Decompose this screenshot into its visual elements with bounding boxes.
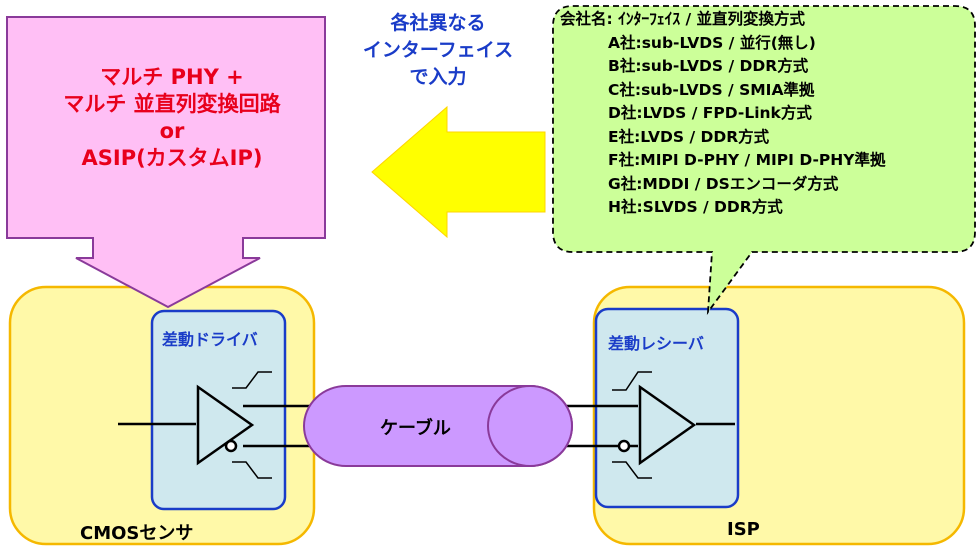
caption-line-3: で入力 — [409, 66, 467, 88]
callout-line-1: マルチ PHY + — [100, 65, 244, 89]
interface-row: C社:sub-LVDS / SMIA準拠 — [608, 80, 815, 99]
interface-row: F社:MIPI D-PHY / MIPI D-PHY準拠 — [608, 151, 886, 169]
interface-row: E社:LVDS / DDR方式 — [608, 127, 770, 146]
interface-list-header: 会社名: ｲﾝﾀｰﾌｪｲｽ / 並直列変換方式 — [560, 10, 806, 28]
interface-row: A社:sub-LVDS / 並行(無し) — [608, 33, 816, 52]
driver-inverter-bubble-icon — [224, 439, 238, 453]
callout-line-3: or — [159, 119, 185, 143]
interface-row: H社:SLVDS / DDR方式 — [608, 198, 783, 216]
callout-text: マルチ PHY + マルチ 並直列変換回路 or ASIP(カスタムIP) — [17, 64, 327, 172]
receiver-label: 差動レシーバ — [608, 334, 704, 353]
interface-row: B社:sub-LVDS / DDR方式 — [608, 57, 809, 75]
input-arrow-icon — [371, 105, 546, 239]
cmos-sensor-label: CMOSセンサ — [80, 523, 194, 544]
caption-line-1: 各社異なる — [390, 12, 486, 34]
driver-triangle-icon — [196, 384, 255, 466]
cable-icon — [303, 385, 573, 467]
input-caption: 各社異なる インターフェイス で入力 — [328, 10, 548, 91]
receiver-inverter-bubble-icon — [617, 439, 631, 453]
isp-label: ISP — [727, 519, 760, 540]
interface-list: 会社名: ｲﾝﾀｰﾌｪｲｽ / 並直列変換方式 A社:sub-LVDS / 並行… — [560, 8, 885, 220]
callout-line-4: ASIP(カスタムIP) — [81, 146, 263, 170]
callout-line-2: マルチ 並直列変換回路 — [63, 92, 281, 116]
waveform-icons — [232, 371, 652, 479]
interface-bubble — [552, 5, 976, 316]
callout-box — [6, 16, 326, 309]
caption-line-2: インターフェイス — [362, 39, 514, 61]
driver-label: 差動ドライバ — [162, 330, 258, 349]
interface-row: G社:MDDI / DSエンコーダ方式 — [608, 174, 839, 193]
cable-label: ケーブル — [380, 418, 451, 439]
interface-row: D社:LVDS / FPD-Link方式 — [608, 104, 812, 122]
receiver-triangle-icon — [638, 384, 697, 466]
